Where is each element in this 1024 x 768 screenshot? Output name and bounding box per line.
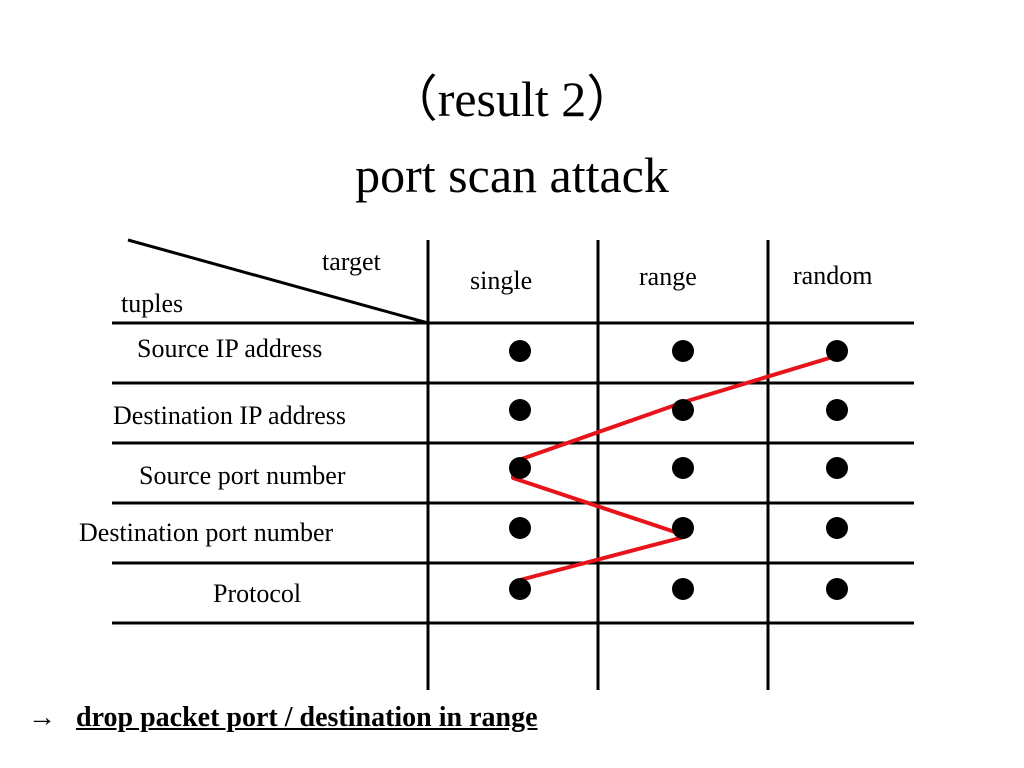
slide-title-line1: （result 2） [387, 71, 637, 127]
mark-dot [826, 517, 848, 539]
mark-dot [672, 517, 694, 539]
mark-dot [509, 340, 531, 362]
mark-dot [509, 517, 531, 539]
mark-dot [826, 340, 848, 362]
mark-dot [826, 578, 848, 600]
mark-dot [672, 340, 694, 362]
column-header-random: random [793, 261, 873, 290]
row-label-source-port: Source port number [139, 461, 346, 490]
row-label-destination-port: Destination port number [79, 518, 334, 547]
right-arrow-icon: → [28, 702, 56, 733]
mark-dot [509, 578, 531, 600]
row-label-source-ip: Source IP address [137, 334, 323, 363]
row-label-destination-ip: Destination IP address [113, 401, 346, 430]
mark-dot [826, 399, 848, 421]
column-header-range: range [639, 262, 697, 291]
slide-title-line2: port scan attack [355, 147, 669, 203]
header-tuples-label: tuples [121, 289, 184, 318]
mark-dot [672, 399, 694, 421]
conclusion-text: drop packet port / destination in range [76, 702, 538, 733]
row-label-protocol: Protocol [213, 579, 302, 608]
mark-dot [672, 578, 694, 600]
mark-dot [826, 457, 848, 479]
mark-dot [509, 457, 531, 479]
conclusion-line: → drop packet port / destination in range [28, 702, 538, 734]
mark-dot [509, 399, 531, 421]
mark-dot [672, 457, 694, 479]
column-header-single: single [470, 266, 533, 295]
header-target-label: target [322, 247, 381, 276]
header-diagonal-line [127, 238, 429, 325]
